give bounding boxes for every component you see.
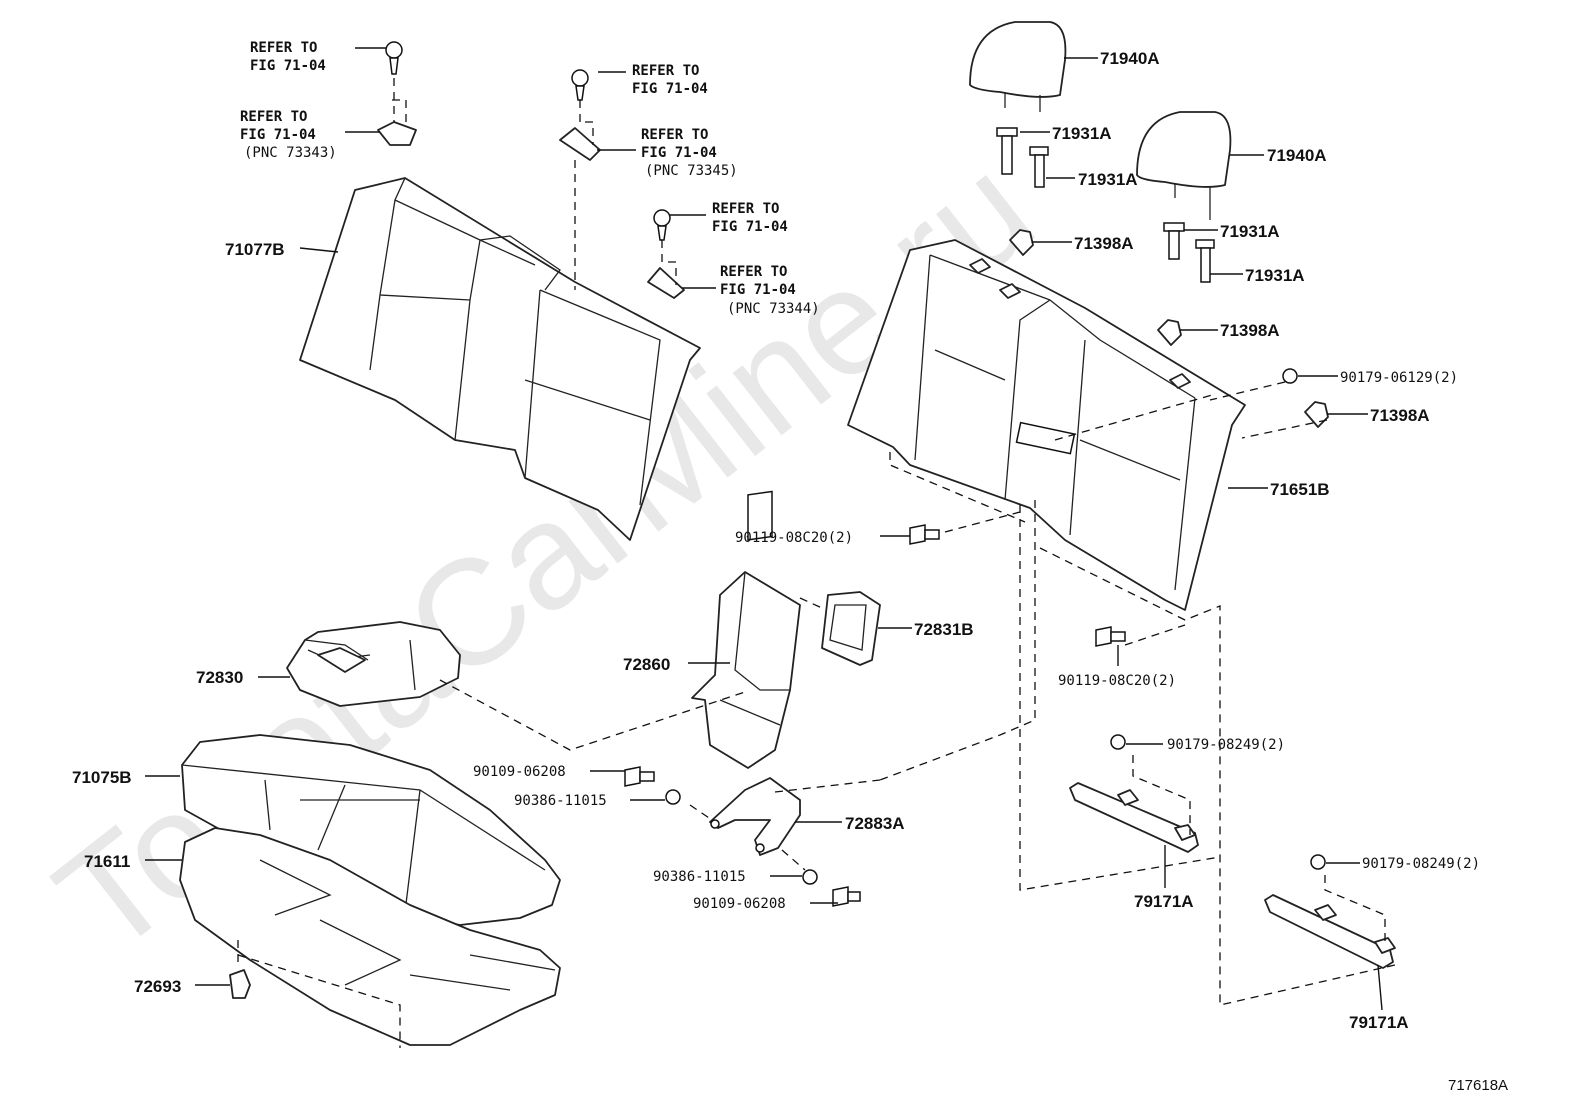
label-71398a-1: 71398A <box>1074 234 1134 253</box>
label-90386-11015-b: 90386-11015 <box>653 869 746 885</box>
ref-3-line2: FIG 71-04 <box>632 81 708 97</box>
label-71398a-2: 71398A <box>1220 321 1280 340</box>
reference-labels: REFER TO FIG 71-04 REFER TO FIG 71-04 (P… <box>240 40 820 317</box>
ref-3-line1: REFER TO <box>632 63 699 79</box>
ref-4-line2: FIG 71-04 <box>641 145 717 161</box>
ref-5-line2: FIG 71-04 <box>712 219 788 235</box>
label-71940a-2: 71940A <box>1267 146 1327 165</box>
assembly-lines <box>237 78 1396 1048</box>
bracket-72883a <box>709 777 801 856</box>
label-71931a-1: 71931A <box>1052 124 1112 143</box>
label-79171a-2: 79171A <box>1349 1013 1409 1032</box>
label-90386-11015-a: 90386-11015 <box>514 793 607 809</box>
label-72860: 72860 <box>623 655 670 674</box>
label-71940a-1: 71940A <box>1100 49 1160 68</box>
label-90119-08c20-b: 90119-08C20(2) <box>1058 673 1176 689</box>
ref-2-line1: REFER TO <box>240 109 307 125</box>
headrest-71940a-lower <box>1136 111 1232 220</box>
headrest-71940a-upper <box>969 21 1067 112</box>
label-71075b: 71075B <box>72 768 132 787</box>
label-72831b: 72831B <box>914 620 974 639</box>
label-71398a-3: 71398A <box>1370 406 1430 425</box>
cushion-pad-71611 <box>179 827 561 1046</box>
ref-2-line3: (PNC 73343) <box>244 145 337 161</box>
seatback-71651b <box>847 239 1246 611</box>
track-79171a-lower <box>1264 894 1396 969</box>
ref-2-line2: FIG 71-04 <box>240 127 316 143</box>
label-71077b: 71077B <box>225 240 285 259</box>
ref-1-line2: FIG 71-04 <box>250 58 326 74</box>
label-71931a-2: 71931A <box>1078 170 1138 189</box>
label-71611: 71611 <box>84 852 130 871</box>
label-90119-08c20-a: 90119-08C20(2) <box>735 530 853 546</box>
ref-6-line2: FIG 71-04 <box>720 282 796 298</box>
bracket-72860 <box>691 490 801 769</box>
label-71651b: 71651B <box>1270 480 1330 499</box>
armrest-72830 <box>286 621 461 707</box>
ref-6-line1: REFER TO <box>720 264 787 280</box>
watermark-text: ToyotaCarMine.ru <box>26 124 1062 985</box>
ref-5-line1: REFER TO <box>712 201 779 217</box>
label-90179-08249-b: 90179-08249(2) <box>1362 856 1480 872</box>
ref-4-line3: (PNC 73345) <box>645 163 738 179</box>
part-number-labels: 71940A 71931A 71931A 71940A 71931A 71931… <box>72 49 1480 1032</box>
label-79171a-1: 79171A <box>1134 892 1194 911</box>
label-71931a-4: 71931A <box>1245 266 1305 285</box>
fasteners-center <box>624 368 1326 907</box>
clip-72693 <box>229 969 251 999</box>
clip-71398a-group <box>1009 229 1329 428</box>
ref-1-line1: REFER TO <box>250 40 317 56</box>
label-90179-08249-a: 90179-08249(2) <box>1167 737 1285 753</box>
bracket-72831b <box>821 591 881 666</box>
label-90109-06208-a: 90109-06208 <box>473 764 566 780</box>
label-72830: 72830 <box>196 668 243 687</box>
label-90109-06208-b: 90109-06208 <box>693 896 786 912</box>
leader-lines <box>145 47 1383 1011</box>
reference-hardware <box>377 41 685 299</box>
ref-6-line3: (PNC 73344) <box>727 301 820 317</box>
label-72883a: 72883A <box>845 814 905 833</box>
label-71931a-3: 71931A <box>1220 222 1280 241</box>
label-72693: 72693 <box>134 977 181 996</box>
track-79171a-upper <box>1069 782 1199 853</box>
seatback-71077b <box>299 177 701 541</box>
label-90179-06129: 90179-06129(2) <box>1340 370 1458 386</box>
guide-71931a-group <box>996 127 1215 283</box>
figure-code: 717618A <box>1448 1077 1508 1094</box>
ref-4-line1: REFER TO <box>641 127 708 143</box>
